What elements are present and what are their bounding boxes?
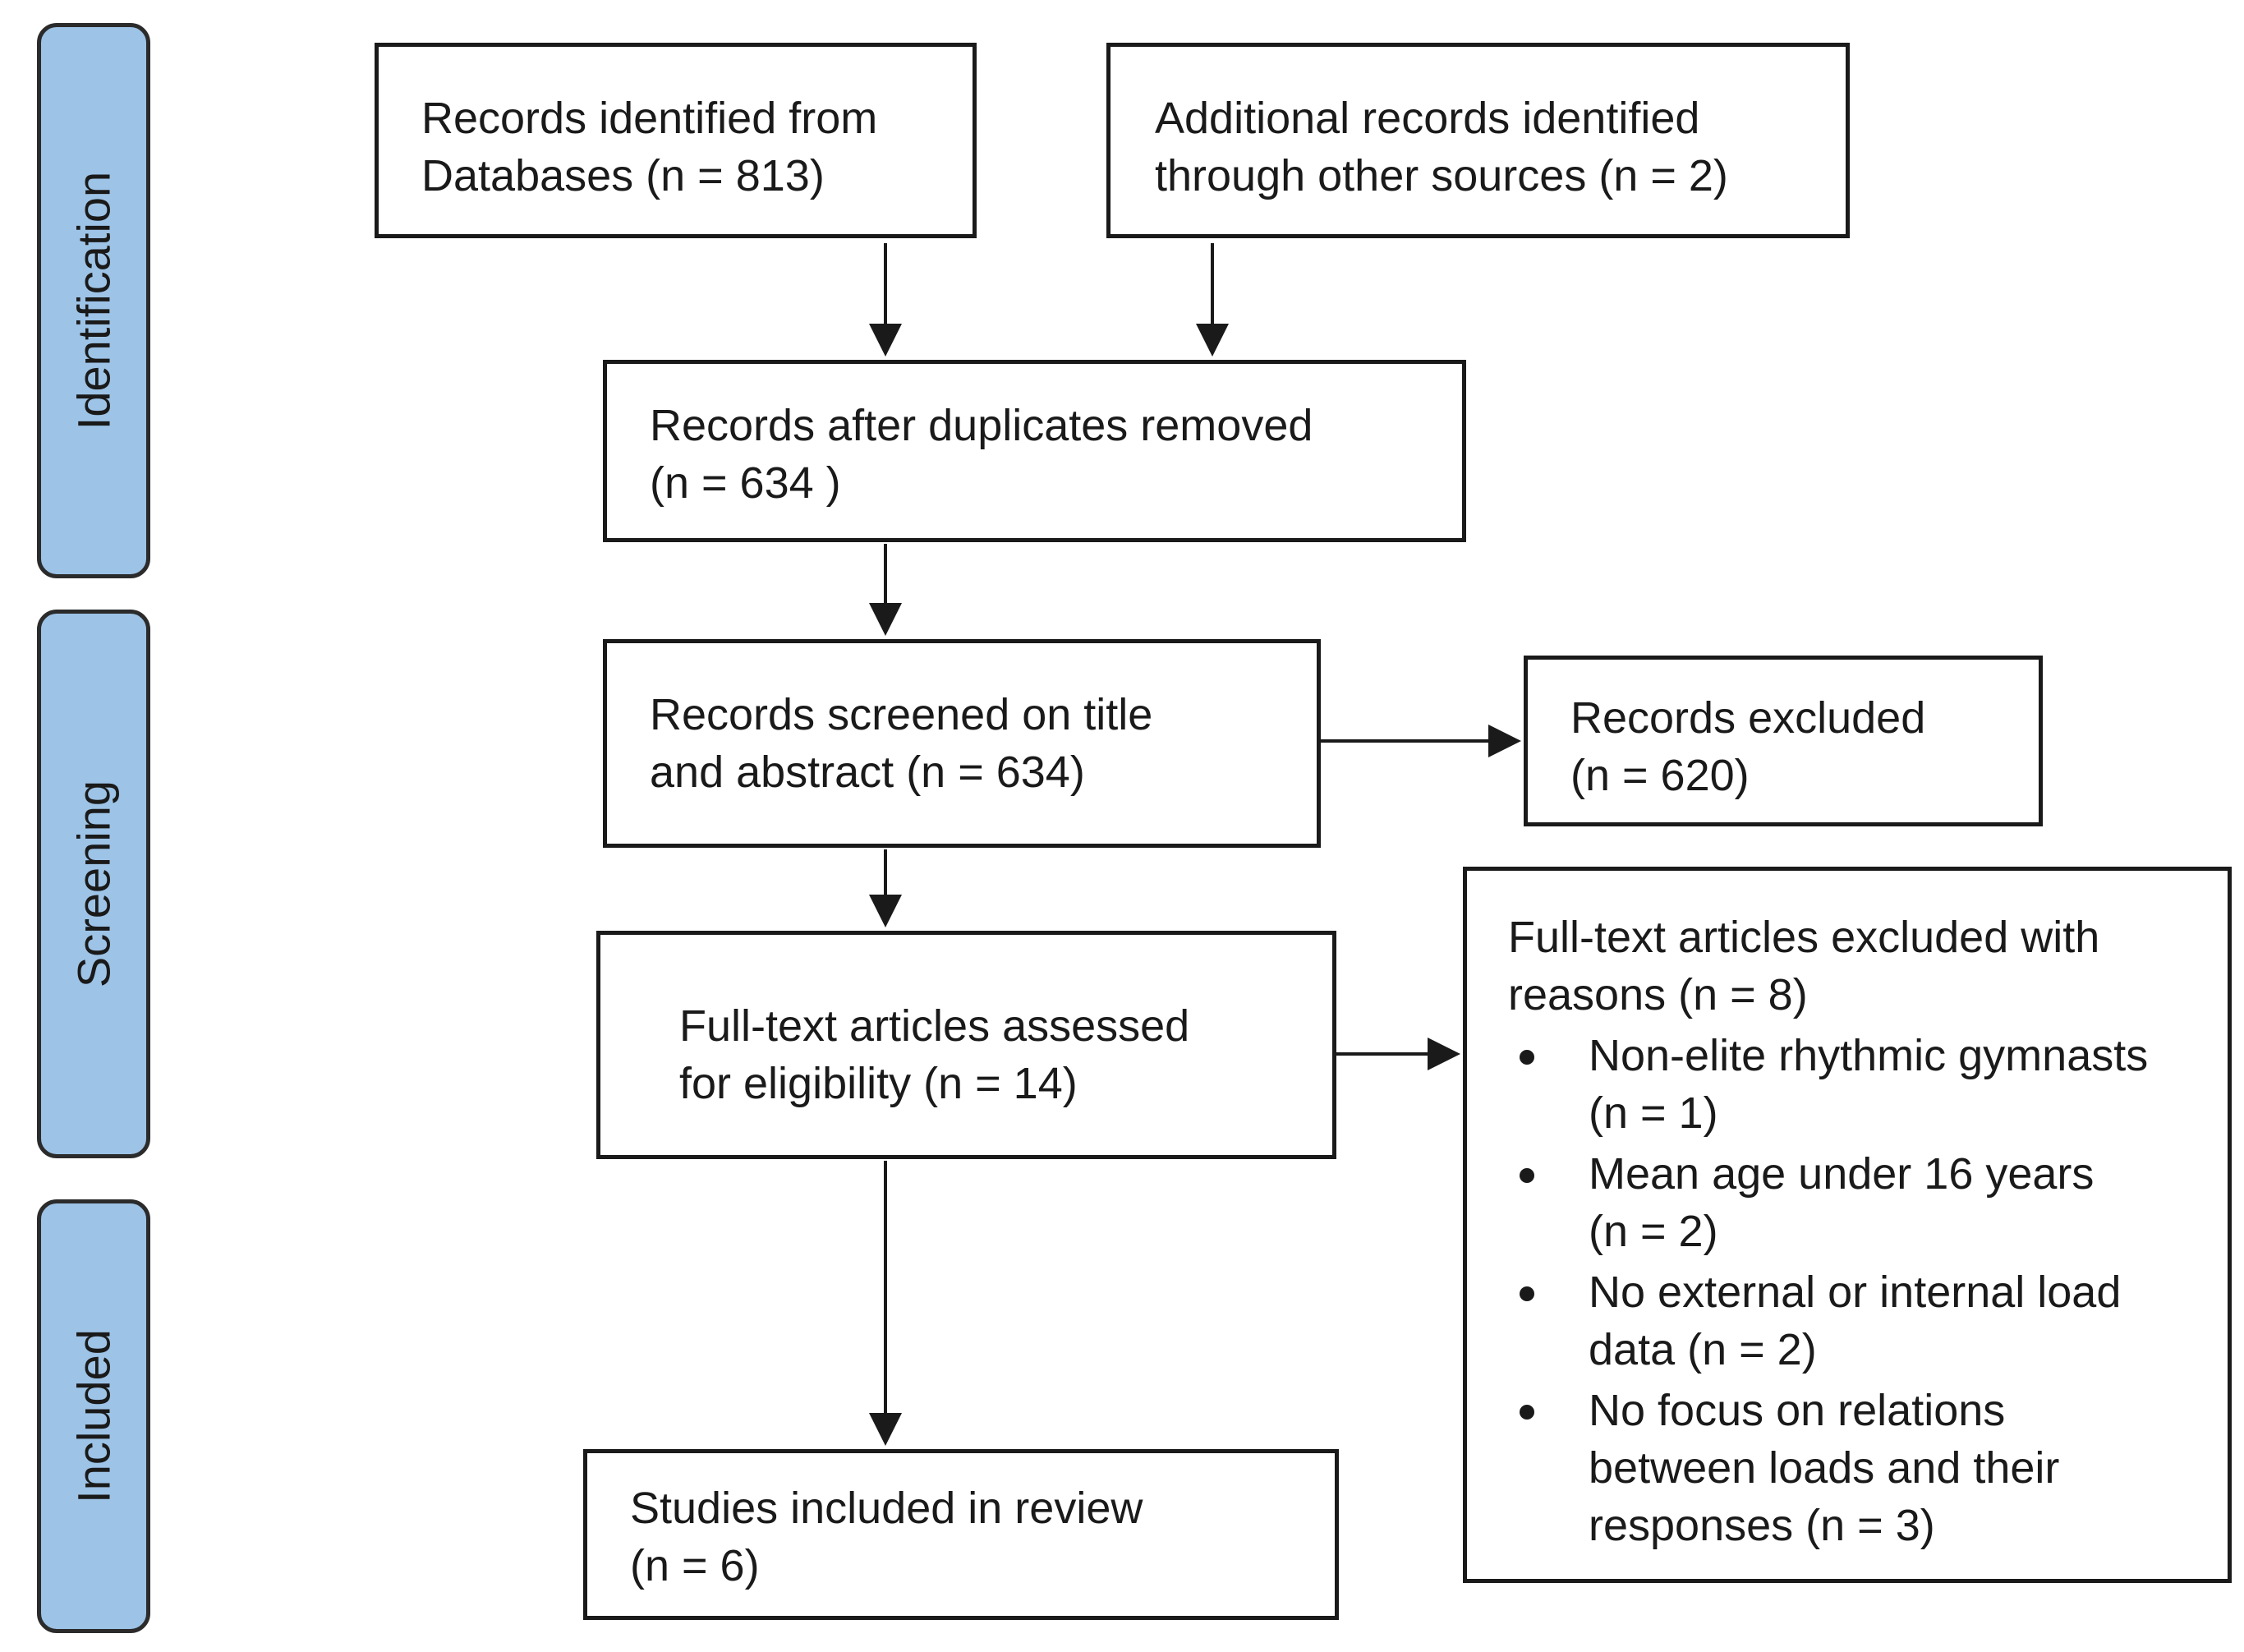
full-text-excluded-heading: Full-text articles excluded with reasons… <box>1508 913 2100 1019</box>
full-text-assessed-text: Full-text articles assessed for eligibil… <box>679 1001 1190 1108</box>
records-from-databases-box: Records identified from Databases (n = 8… <box>375 43 977 238</box>
exclusion-reason: Non-elite rhythmic gymnasts (n = 1) <box>1508 1027 2214 1142</box>
studies-included-box: Studies included in review (n = 6) <box>583 1449 1339 1620</box>
records-excluded-box: Records excluded (n = 620) <box>1524 656 2043 826</box>
exclusion-reason-text: Non-elite rhythmic gymnasts (n = 1) <box>1589 1031 2149 1138</box>
exclusion-reason: Mean age under 16 years (n = 2) <box>1508 1145 2214 1260</box>
records-other-sources-text: Additional records identified through ot… <box>1155 94 1728 200</box>
bullet-icon <box>1520 1050 1534 1065</box>
phase-included: Included <box>37 1199 150 1633</box>
records-screened-text: Records screened on title and abstract (… <box>650 690 1153 797</box>
exclusion-reason: No focus on relations between loads and … <box>1508 1382 2214 1554</box>
full-text-excluded-box: Full-text articles excluded with reasons… <box>1463 867 2232 1583</box>
records-excluded-text: Records excluded (n = 620) <box>1570 693 1926 800</box>
bullet-icon <box>1520 1405 1534 1420</box>
records-other-sources-box: Additional records identified through ot… <box>1106 43 1850 238</box>
records-screened-box: Records screened on title and abstract (… <box>603 639 1321 848</box>
exclusion-reasons-list: Non-elite rhythmic gymnasts (n = 1) Mean… <box>1508 1027 2214 1558</box>
exclusion-reason-text: Mean age under 16 years (n = 2) <box>1589 1149 2095 1256</box>
records-after-duplicates-box: Records after duplicates removed (n = 63… <box>603 360 1466 542</box>
bullet-icon <box>1520 1168 1534 1183</box>
exclusion-reason-text: No focus on relations between loads and … <box>1589 1386 2060 1550</box>
bullet-icon <box>1520 1286 1534 1301</box>
records-after-duplicates-text: Records after duplicates removed (n = 63… <box>650 401 1313 508</box>
exclusion-reason-text: No external or internal load data (n = 2… <box>1589 1268 2122 1374</box>
studies-included-text: Studies included in review (n = 6) <box>630 1484 1143 1590</box>
records-from-databases-text: Records identified from Databases (n = 8… <box>421 94 878 200</box>
phase-identification: Identification <box>37 23 150 578</box>
full-text-assessed-box: Full-text articles assessed for eligibil… <box>596 931 1336 1159</box>
exclusion-reason: No external or internal load data (n = 2… <box>1508 1263 2214 1378</box>
phase-screening: Screening <box>37 610 150 1158</box>
